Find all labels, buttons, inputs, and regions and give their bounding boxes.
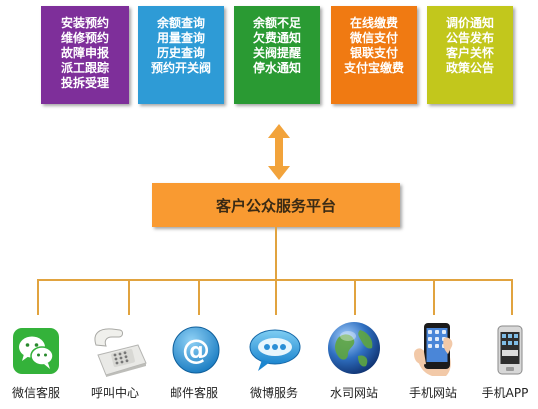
service-box-install: 安装预约 维修预约 故障申报 派工跟踪 投拆受理 (41, 6, 129, 104)
service-line: 银联支付 (349, 46, 398, 60)
service-line: 维修预约 (60, 31, 109, 45)
connector-drop (198, 279, 200, 315)
globe-icon[interactable] (326, 320, 382, 376)
service-line: 政策公告 (445, 61, 494, 75)
channel-label-call: 呼叫中心 (90, 386, 139, 400)
service-line: 欠费通知 (252, 31, 301, 45)
channel-label-mobile: 手机网站 (408, 386, 457, 400)
service-box-notice: 余额不足 欠费通知 关阀提醒 停水通知 (234, 6, 320, 104)
weibo-icon[interactable] (248, 327, 302, 373)
connector-drop (511, 279, 513, 315)
channel-label-site: 水司网站 (329, 386, 378, 400)
connector-drop (433, 279, 435, 315)
wechat-icon[interactable] (12, 327, 60, 375)
service-line: 客户关怀 (445, 46, 494, 60)
service-line: 公告发布 (445, 31, 494, 45)
connector-drop (275, 279, 277, 315)
service-line: 用量查询 (156, 31, 205, 45)
telephone-icon[interactable] (90, 325, 150, 377)
service-line: 派工跟踪 (60, 61, 109, 75)
service-line: 历史查询 (156, 46, 205, 60)
service-box-news: 调价通知 公告发布 客户关怀 政策公告 (427, 6, 513, 104)
service-box-payment: 在线缴费 微信支付 银联支付 支付宝缴费 (331, 6, 417, 104)
service-line: 余额不足 (252, 16, 301, 30)
connector-drop (354, 279, 356, 315)
service-box-query: 余额查询 用量查询 历史查询 预约开关阀 (138, 6, 224, 104)
platform-box: 客户公众服务平台 (152, 183, 400, 227)
service-line: 支付宝缴费 (343, 61, 404, 75)
smartphone-icon[interactable] (408, 320, 458, 378)
service-line: 停水通知 (252, 61, 301, 75)
channel-label-email: 邮件客服 (169, 386, 218, 400)
svg-text:@: @ (182, 333, 210, 366)
service-line: 关阀提醒 (252, 46, 301, 60)
service-line: 故障申报 (60, 46, 109, 60)
platform-label: 客户公众服务平台 (215, 196, 336, 215)
double-arrow-icon (268, 124, 290, 180)
service-line: 在线缴费 (349, 16, 398, 30)
mobile-app-icon[interactable] (497, 325, 523, 375)
service-line: 余额查询 (156, 16, 205, 30)
email-icon[interactable]: @ (171, 325, 221, 375)
connector-drop (128, 279, 130, 315)
service-line: 投拆受理 (60, 76, 109, 90)
channel-label-weibo: 微博服务 (249, 386, 298, 400)
service-line: 调价通知 (445, 16, 494, 30)
channel-label-wechat: 微信客服 (11, 386, 60, 400)
connector-vertical-main (275, 227, 277, 280)
service-line: 微信支付 (349, 31, 398, 45)
service-line: 安装预约 (60, 16, 109, 30)
channel-label-app: 手机APP (481, 386, 529, 400)
service-line: 预约开关阀 (150, 61, 211, 75)
connector-drop (37, 279, 39, 315)
